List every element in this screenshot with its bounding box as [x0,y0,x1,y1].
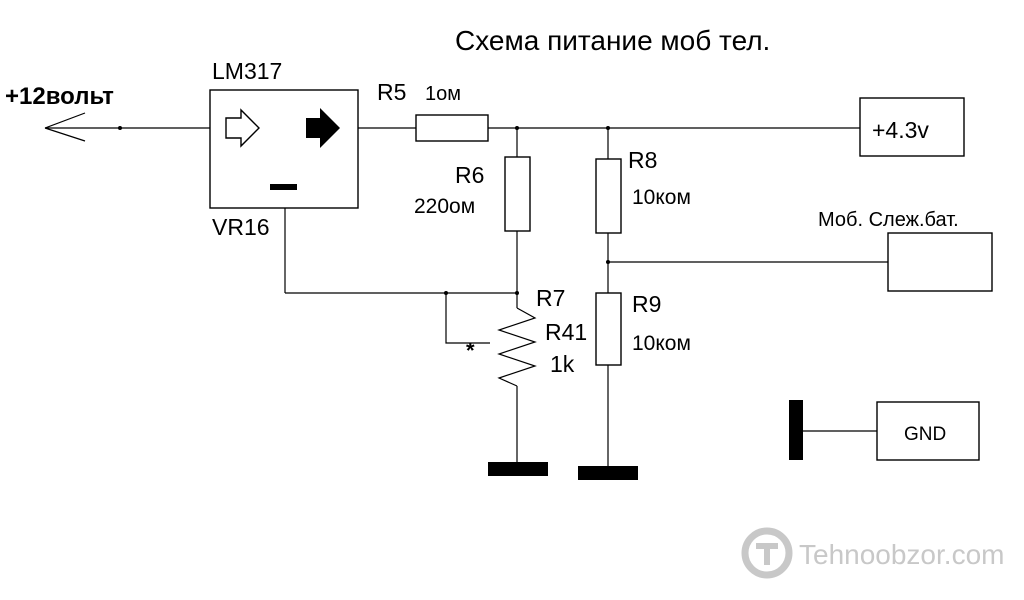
r7-value: 1k [550,351,575,377]
watermark-logo [741,527,793,579]
resistor-r7-zigzag [497,307,537,387]
regulator-ref: VR16 [212,214,270,240]
regulator-box [209,89,359,209]
r5-ref: R5 [377,79,406,105]
resistor-r9 [595,292,622,366]
r8-ref: R8 [628,147,657,173]
r9-ref: R9 [632,291,661,317]
battery-sense-box [887,232,993,292]
regulator-name: LM317 [212,58,282,84]
battery-sense-label: Моб. Слеж.бат. [818,209,959,231]
ground-bar-left [488,462,548,476]
resistor-r5 [415,114,489,142]
resistor-r8 [595,158,622,234]
wire-r7-wiper [445,293,490,344]
gnd-box [876,401,980,461]
input-label: +12вольт [5,83,114,110]
ground-bar-right [578,466,638,480]
regulator-out-arrow-icon [306,108,340,148]
r8-value: 10ком [632,186,691,209]
watermark-text: Tehnoobzor.com [799,539,1004,570]
r6-ref: R6 [455,162,484,188]
r7-ref2: R41 [545,319,587,345]
input-node [118,126,122,130]
diagram-title: Схема питание моб тел. [455,25,770,56]
regulator-in-arrow-icon [225,108,260,148]
resistor-r6 [504,156,531,232]
input-arrow-symbol [44,112,86,142]
r7-wiper-mark: * [466,338,475,363]
regulator-adj-mark [270,184,297,190]
r5-value: 1ом [425,83,461,105]
vout-box [859,97,965,157]
r6-value: 220ом [414,195,475,218]
r7-ref: R7 [536,285,565,311]
gnd-symbol-bar [789,400,803,460]
vout-label: +4.3v [872,117,929,143]
r9-value: 10ком [632,332,691,355]
gnd-label: GND [904,424,946,445]
